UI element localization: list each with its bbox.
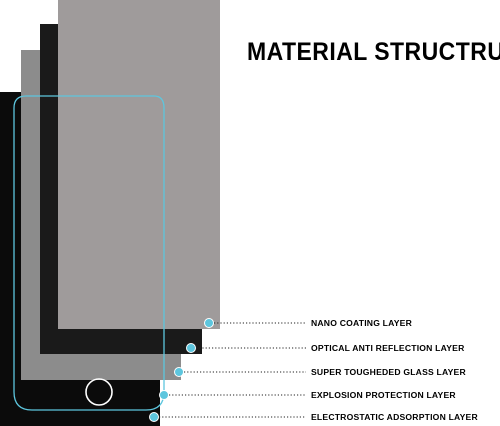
marker-dot-glass xyxy=(174,367,184,377)
marker-dot-electrostatic xyxy=(149,412,159,422)
home-button-icon xyxy=(85,378,113,406)
layer-label-nano-coating: NANO COATING LAYER xyxy=(311,318,413,328)
explosion-protection-outline xyxy=(13,95,165,411)
nano-coating-layer-sheet xyxy=(58,0,220,329)
marker-dot-nano xyxy=(204,318,214,328)
layer-label-electrostatic-adsorption: ELECTROSTATIC ADSORPTION LAYER xyxy=(311,412,478,422)
layer-label-explosion-protection: EXPLOSION PROTECTION LAYER xyxy=(311,390,456,400)
layer-label-super-toughened-glass: SUPER TOUGHEDED GLASS LAYER xyxy=(311,367,466,377)
diagram-title: MATERIAL STRUCTRUE xyxy=(247,38,500,66)
layer-label-optical-anti-reflection: OPTICAL ANTI REFLECTION LAYER xyxy=(311,343,465,353)
marker-dot-optical xyxy=(186,343,196,353)
marker-dot-explosion xyxy=(159,390,169,400)
